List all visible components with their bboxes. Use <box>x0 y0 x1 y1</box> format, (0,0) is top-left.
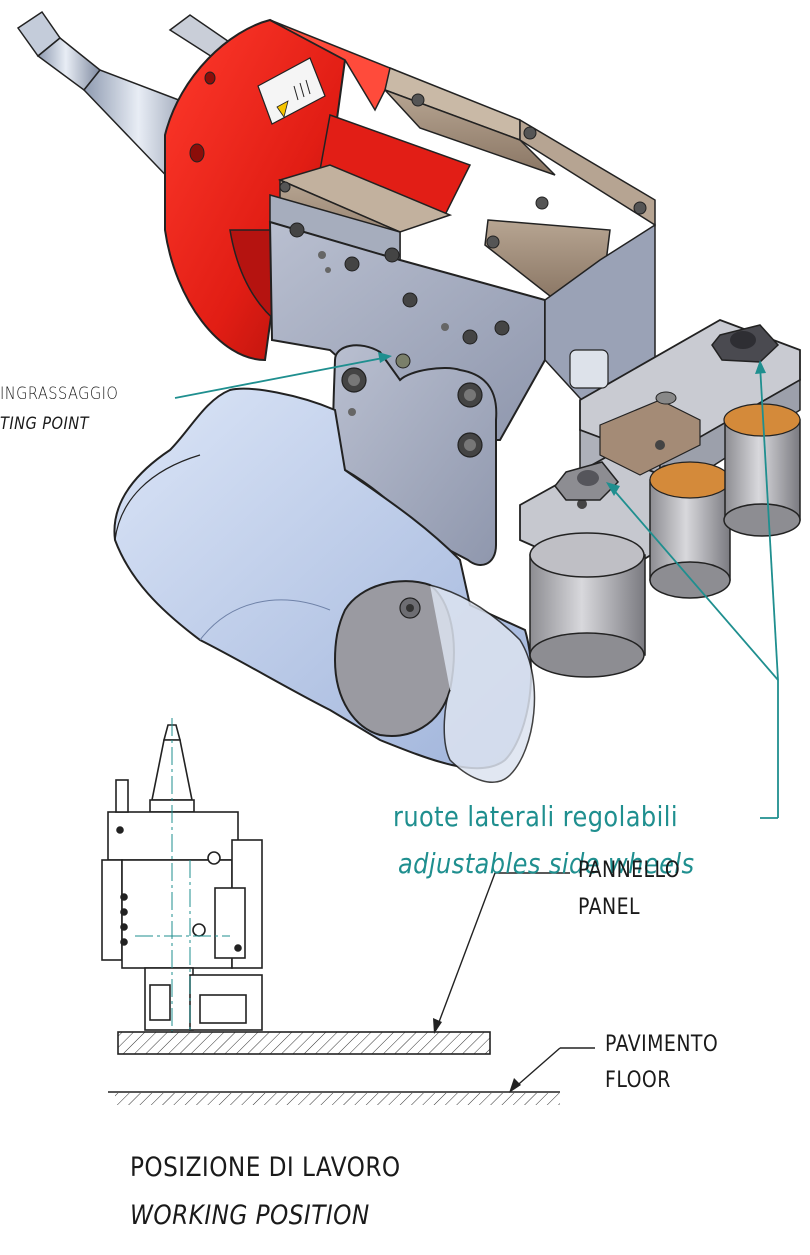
grease-leader <box>174 352 392 399</box>
warning-label <box>257 57 326 125</box>
floor-label-en: FLOOR <box>605 1068 671 1093</box>
panel-label-en: PANEL <box>578 895 640 920</box>
side-view-centerlines <box>135 718 230 1035</box>
side-wheel-assembly <box>519 319 801 678</box>
wheel-2 <box>649 461 731 599</box>
side-view-drawing <box>101 724 263 1031</box>
wheels-leader <box>606 360 779 819</box>
panel-leader <box>433 872 570 1034</box>
working-position-title-it: POSIZIONE DI LAVORO <box>130 1152 401 1183</box>
side-wheels-label-en: adjustables side wheels <box>398 847 695 880</box>
nozzle-clamp <box>333 580 536 783</box>
floor-leader <box>509 1047 595 1093</box>
wheel-1 <box>529 532 646 678</box>
panel-label-it: PANNELLO <box>578 858 681 883</box>
wheel-3 <box>723 403 801 537</box>
grease-point-label-en: TING POINT <box>0 414 89 434</box>
floor-label-it: PAVIMENTO <box>605 1032 719 1057</box>
working-position-title-en: WORKING POSITION <box>130 1200 370 1231</box>
panel-section <box>117 1031 491 1055</box>
floor-line <box>108 1091 560 1105</box>
grease-point-label-it: INGRASSAGGIO <box>0 384 119 404</box>
side-wheels-label-it: ruote laterali regolabili <box>393 800 678 833</box>
